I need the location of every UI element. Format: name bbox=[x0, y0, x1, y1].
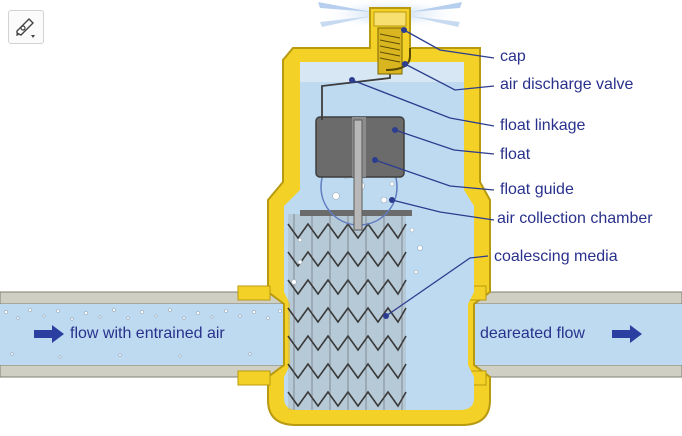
label-air-collection-chamber: air collection chamber bbox=[497, 210, 653, 227]
label-air-discharge-valve: air discharge valve bbox=[500, 76, 634, 93]
inlet-arrow bbox=[34, 325, 64, 343]
label-float-guide: float guide bbox=[500, 181, 574, 198]
outlet-arrow bbox=[612, 325, 642, 343]
edit-tool-button[interactable] bbox=[8, 10, 44, 44]
label-float: float bbox=[500, 146, 531, 163]
label-float-linkage: float linkage bbox=[500, 117, 586, 134]
label-cap: cap bbox=[500, 48, 526, 65]
flow-arrows bbox=[34, 325, 642, 343]
discharge-valve-mechanism bbox=[377, 27, 411, 75]
label-outlet-flow: deareated flow bbox=[480, 325, 585, 342]
label-coalescing-media: coalescing media bbox=[494, 248, 618, 265]
leader-dots bbox=[349, 27, 408, 319]
label-inlet-flow: flow with entrained air bbox=[70, 325, 225, 342]
leader-lines bbox=[351, 29, 495, 317]
coalescing-media-mesh bbox=[287, 210, 412, 410]
